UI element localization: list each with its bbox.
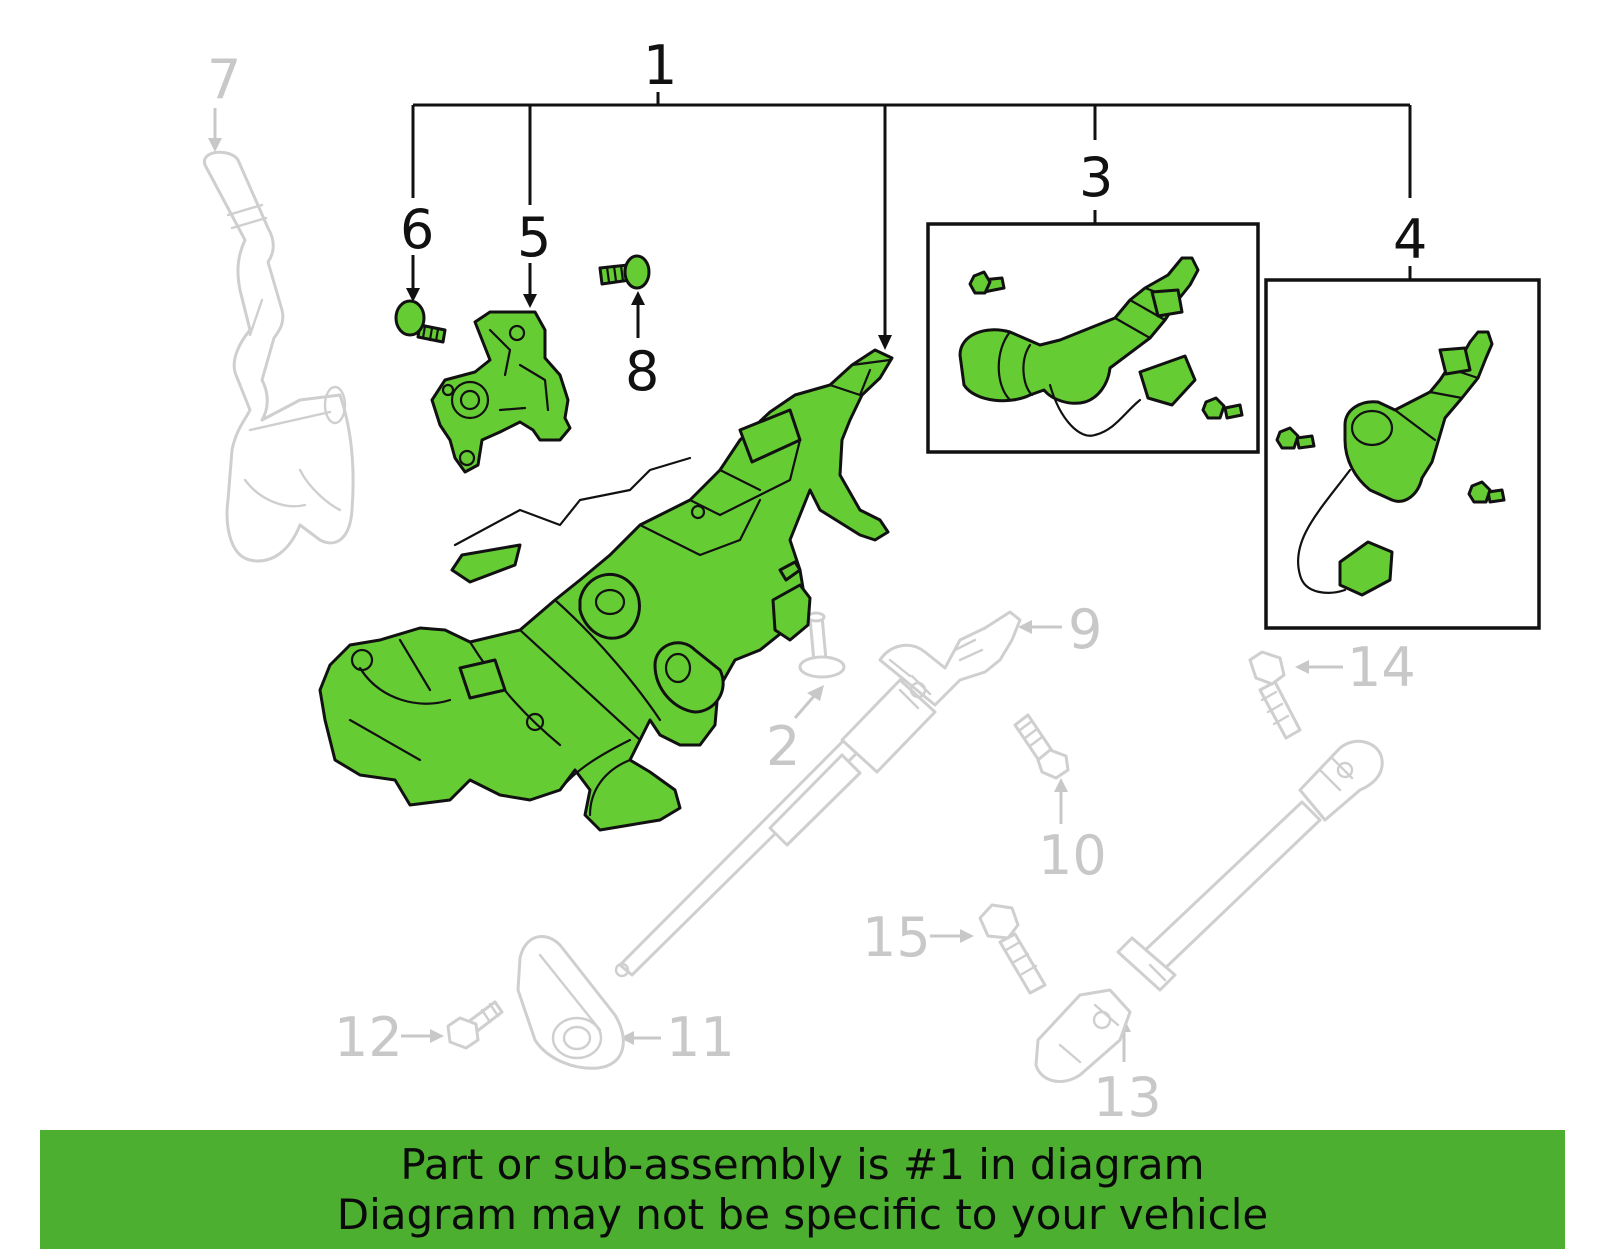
callout-9: 9 [1068,598,1102,661]
arrow-10 [1054,778,1068,792]
part-6-bolt [394,299,447,344]
arrow-12 [430,1029,444,1043]
part-5-bracket [430,310,572,474]
callout-2: 2 [766,715,800,778]
part-7-shroud [203,150,355,563]
callout-13: 13 [1093,1066,1162,1129]
part-13-lower-shaft [1034,739,1384,1084]
part-4-actuator [1275,330,1506,597]
callout-15: 15 [862,906,931,969]
notice-banner: Part or sub-assembly is #1 in diagram Di… [40,1130,1565,1249]
part-1-steering-column [318,348,894,832]
callout-3: 3 [1079,146,1113,209]
callout-1-bracket [411,92,1412,350]
part-14-bolt [1248,650,1302,740]
callout-5: 5 [517,206,551,269]
callout-7: 7 [207,48,241,111]
callout-8: 8 [625,340,659,403]
arrow-14 [1295,660,1309,674]
arrow-11 [620,1031,634,1045]
part-11-boot [516,935,625,1070]
callout-12: 12 [334,1006,403,1069]
part-3-box [926,222,1260,454]
callout-4: 4 [1393,208,1427,271]
arrow-9 [1018,620,1032,634]
callout-14: 14 [1347,636,1416,699]
part-8-bolt [598,254,651,290]
callout-11: 11 [666,1006,735,1069]
callout-6: 6 [400,198,434,261]
arrow-7 [208,138,222,152]
arrow-15 [960,929,974,943]
part-9-intermediate-shaft [614,610,1022,978]
arrow-6 [406,288,420,302]
part-10-bolt [1013,713,1070,780]
banner-line-2: Diagram may not be specific to your vehi… [336,1189,1269,1239]
part-4-box [1264,278,1541,630]
part-3-motor [958,256,1244,437]
arrow-5 [523,294,537,308]
banner-line-1: Part or sub-assembly is #1 in diagram [400,1139,1205,1189]
part-2-bolt [798,611,846,679]
arrow-8 [631,291,645,305]
part-15-bolt [978,903,1047,995]
callout-10: 10 [1038,824,1107,887]
arrow-2 [807,685,824,701]
callout-1: 1 [643,34,677,97]
part-12-bolt [446,1000,504,1050]
parts-diagram: 1 6 5 8 3 4 7 9 2 14 10 15 12 11 13 [203,34,1541,1129]
